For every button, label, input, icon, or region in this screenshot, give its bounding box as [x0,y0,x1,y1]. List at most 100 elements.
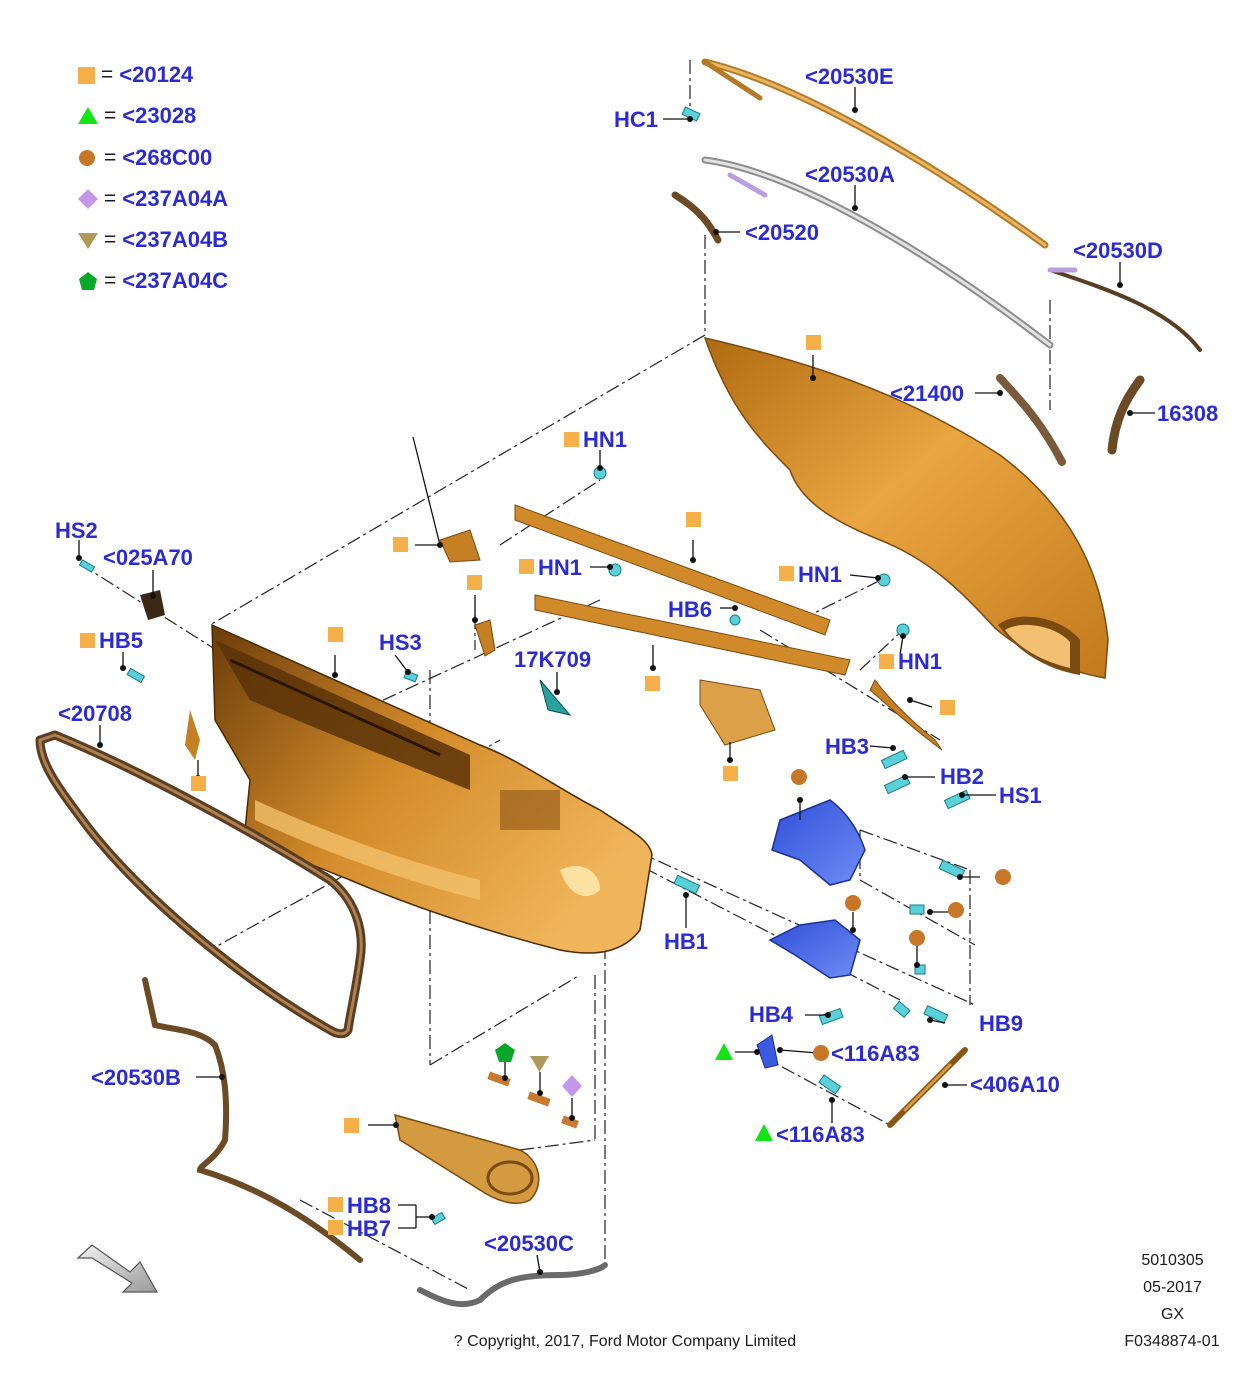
triangle-down-icon [78,230,98,250]
triangle-down-marker [530,1056,549,1072]
square-marker [393,537,408,552]
legend-row: = <237A04C [78,266,228,296]
footer-date: 05-2017 [1143,1279,1202,1296]
triangle-marker [715,1043,733,1060]
label-hb9: HB9 [979,1011,1023,1036]
legend-equals: = [104,104,117,127]
square-marker [686,512,701,527]
label-hb3: HB3 [825,734,869,759]
footer-figure-id: F0348874-01 [1124,1333,1220,1350]
legend-equals: = [101,63,114,86]
part-labels: HC1 <20530E <20530A <20520 <20530D <2140… [55,64,1218,1256]
label-20530a: <20530A [805,162,895,187]
label-17k709: 17K709 [514,647,591,672]
legend-code: <23028 [122,103,197,128]
square-marker [564,432,579,447]
label-hb5: HB5 [99,628,143,653]
legend-equals: = [104,187,117,210]
label-20708: <20708 [58,701,132,726]
footer-model: GX [1160,1306,1185,1323]
door-check [887,1047,968,1128]
glass-run-upper [671,58,1202,466]
label-116a83-b: <116A83 [776,1122,865,1147]
legend-code: <20124 [119,62,194,87]
orientation-arrow-icon [76,1244,159,1293]
label-20530b: <20530B [91,1065,181,1090]
square-icon [78,66,95,84]
spec-symbols [80,335,1011,1235]
fasteners [78,106,971,1226]
triangle-marker [755,1124,773,1141]
label-hb2: HB2 [940,764,984,789]
label-hn1-low: HN1 [898,649,942,674]
label-116a83-a: <116A83 [831,1041,920,1066]
circle-marker [995,869,1011,885]
handle-assembly [394,1071,579,1204]
legend-code: <237A04B [122,227,229,252]
square-marker [723,766,738,781]
pentagon-icon [78,271,98,291]
label-025a70: <025A70 [103,545,193,570]
legend-code: <268C00 [122,145,213,170]
label-hn1-top: HN1 [583,427,627,452]
label-hb6: HB6 [668,597,712,622]
triangle-icon [78,106,98,126]
outer-door-panel [703,336,1109,679]
circle-marker [791,769,807,785]
legend-equals: = [104,146,117,169]
square-marker [806,335,821,350]
square-marker [328,1220,343,1235]
legend-equals: = [104,269,117,292]
circle-marker [813,1045,829,1061]
square-marker [879,654,894,669]
square-marker [645,676,660,691]
reinforcement-beams [140,504,943,760]
hinge-brackets [756,799,866,1069]
label-20530c: <20530C [484,1231,574,1256]
label-hn1-mid: HN1 [538,555,582,580]
leader-lines [78,87,1155,1273]
square-marker [191,776,206,791]
label-20530e: <20530E [805,64,894,89]
label-16308: 16308 [1157,401,1218,426]
label-hs1: HS1 [999,783,1042,808]
legend-row: = <268C00 [78,143,212,173]
square-marker [940,700,955,715]
square-marker [519,559,534,574]
legend-row: = <23028 [78,101,196,131]
square-marker [779,566,794,581]
label-hb8: HB8 [347,1193,391,1218]
diamond-icon [78,189,98,209]
square-marker [467,575,482,590]
label-20520: <20520 [745,220,819,245]
legend-code: <237A04C [122,268,229,293]
square-marker [344,1118,359,1133]
legend-code: <237A04A [122,186,229,211]
inner-door-frame [211,623,653,954]
legend-row: = <237A04A [78,184,228,214]
lower-seals [142,977,608,1308]
circle-marker [948,902,964,918]
legend-row: = <20124 [78,60,193,90]
footer-ref-number: 5010305 [1141,1252,1204,1269]
diamond-marker [562,1075,582,1097]
label-20530d: <20530D [1073,238,1163,263]
square-marker [328,1197,343,1212]
label-hc1: HC1 [614,107,658,132]
label-hb4: HB4 [749,1002,794,1027]
square-marker [80,633,95,648]
label-hb1: HB1 [664,929,708,954]
legend-row: = <237A04B [78,225,228,255]
label-406a10: <406A10 [970,1072,1060,1097]
legend-equals: = [104,228,117,251]
pentagon-marker [495,1043,515,1062]
footer-copyright: ? Copyright, 2017, Ford Motor Company Li… [453,1333,797,1350]
label-hs2: HS2 [55,518,98,543]
circle-marker [845,895,861,911]
circle-icon [78,148,98,168]
label-hs3: HS3 [379,630,422,655]
label-hn1-right: HN1 [798,562,842,587]
square-marker [328,627,343,642]
